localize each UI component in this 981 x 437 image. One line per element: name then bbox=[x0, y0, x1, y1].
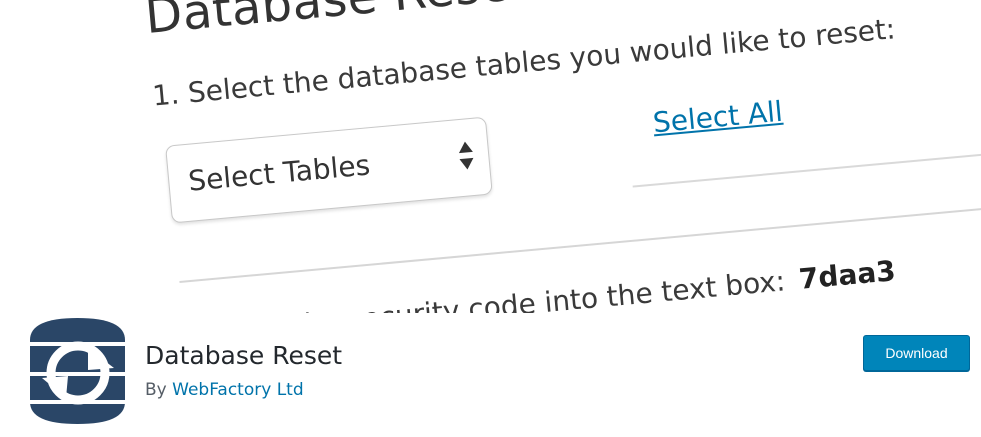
banner-title: Database Reset bbox=[143, 0, 532, 45]
author-by-label: By bbox=[145, 380, 167, 400]
author-link[interactable]: WebFactory Ltd bbox=[172, 380, 304, 400]
plugin-author: By WebFactory Ltd bbox=[145, 380, 304, 400]
select-arrows-icon bbox=[458, 141, 474, 170]
download-button[interactable]: Download bbox=[863, 335, 970, 371]
banner-content: Database Reset 1. Select the database ta… bbox=[110, 0, 981, 313]
plugin-title: Database Reset bbox=[145, 341, 343, 370]
select-all-link[interactable]: Select All bbox=[651, 94, 784, 140]
banner-step2-text: 2. Enter the security code into the text… bbox=[173, 254, 897, 313]
database-reset-icon bbox=[30, 318, 125, 424]
banner-step2-label: 2. Enter the security code into the text… bbox=[172, 264, 787, 313]
plugin-banner: Database Reset 1. Select the database ta… bbox=[110, 0, 981, 313]
security-code: 7daa3 bbox=[797, 254, 897, 296]
banner-divider-right bbox=[632, 145, 981, 188]
select-tables-dropdown[interactable]: Select Tables bbox=[165, 116, 493, 224]
select-tables-label: Select Tables bbox=[186, 148, 372, 198]
